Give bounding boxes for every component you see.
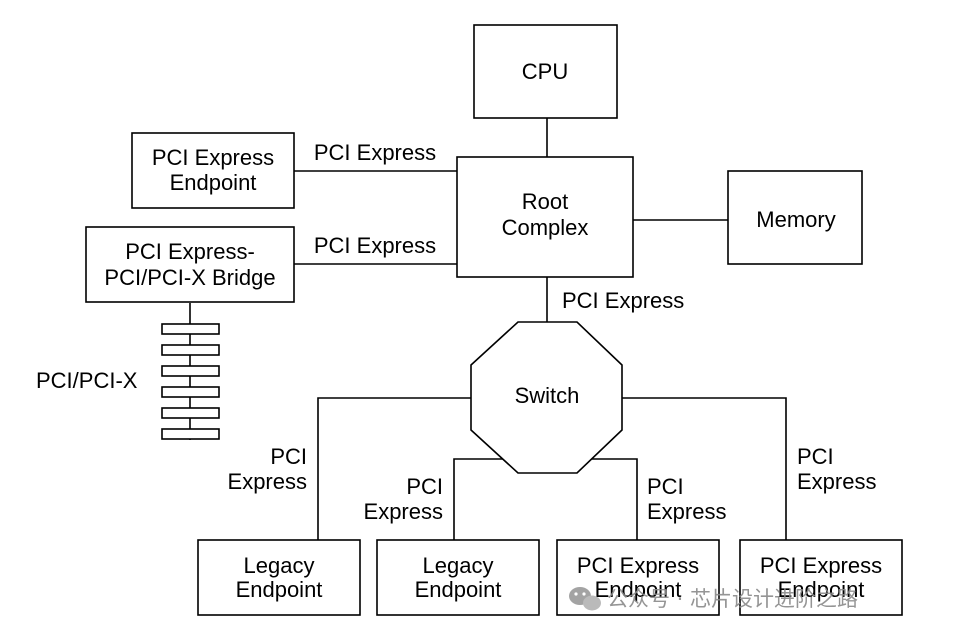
switch-pcie4-link-label-line1: PCI <box>797 444 834 469</box>
legacy-endpoint-2-label-line1: Legacy <box>423 553 494 578</box>
pci-slot <box>161 323 220 335</box>
switch-label: Switch <box>515 383 580 408</box>
legacy-endpoint-1-label-line2: Endpoint <box>236 577 323 602</box>
watermark-text: 公众号 · 芯片设计进阶之路 <box>607 587 858 611</box>
endpoint-root-link-label: PCI Express <box>314 140 436 165</box>
cpu-label: CPU <box>522 59 568 84</box>
pcie-endpoint-4-label-line1: PCI Express <box>760 553 882 578</box>
pcie-endpoint-3-label-line2: Endpoint <box>595 577 682 602</box>
pcie-endpoint-4-label-line2: Endpoint <box>778 577 865 602</box>
pcie-endpoint-3-label-line1: PCI Express <box>577 553 699 578</box>
root-complex-label-line1: Root <box>522 189 568 214</box>
legacy-endpoint-1-box <box>197 539 361 616</box>
switch-pcie4-link <box>622 397 787 540</box>
pci-slot <box>161 428 220 440</box>
switch-legacy2-link <box>453 458 504 540</box>
switch-legacy2-link-label-line1: PCI <box>406 474 443 499</box>
pcie-endpoint-4-box <box>739 539 903 616</box>
pci-bus-label: PCI/PCI-X <box>36 368 138 393</box>
pcie-endpoint-top-label-line1: PCI Express <box>152 145 274 170</box>
bridge-label-line2: PCI/PCI-X Bridge <box>104 265 275 290</box>
switch-legacy1-link-label-line2: Express <box>228 469 307 494</box>
switch-legacy1-link-label-line1: PCI <box>270 444 307 469</box>
switch-pcie4-link-label-line2: Express <box>797 469 876 494</box>
bridge-root-link-label: PCI Express <box>314 233 436 258</box>
bridge-label-line1: PCI Express- <box>125 239 255 264</box>
pci-slot <box>161 344 220 356</box>
wechat-icon <box>569 587 601 611</box>
legacy-endpoint-2-label-line2: Endpoint <box>415 577 502 602</box>
pcie-endpoint-top-label-line2: Endpoint <box>170 170 257 195</box>
switch-legacy2-link-label-line2: Express <box>364 499 443 524</box>
root-switch-link-label: PCI Express <box>562 288 684 313</box>
watermark: 公众号 · 芯片设计进阶之路 <box>569 587 858 611</box>
pci-slot <box>161 407 220 419</box>
pci-slot <box>161 386 220 398</box>
bridge-box <box>85 226 295 303</box>
memory-label: Memory <box>756 207 835 232</box>
pci-bus-slots <box>161 323 220 440</box>
switch-pcie3-link-label-line2: Express <box>647 499 726 524</box>
root-complex-box <box>456 156 634 278</box>
legacy-endpoint-1-label-line1: Legacy <box>244 553 315 578</box>
memory-box <box>727 170 863 265</box>
legacy-endpoint-2-box <box>376 539 540 616</box>
root-complex-label-line2: Complex <box>502 215 589 240</box>
cpu-box <box>473 24 618 119</box>
pci-slot <box>161 365 220 377</box>
switch-legacy1-link <box>317 397 471 540</box>
switch-pcie3-link-label-line1: PCI <box>647 474 684 499</box>
switch-octagon <box>470 321 623 474</box>
pcie-endpoint-top-box <box>131 132 295 209</box>
switch-pcie3-link <box>592 458 638 540</box>
